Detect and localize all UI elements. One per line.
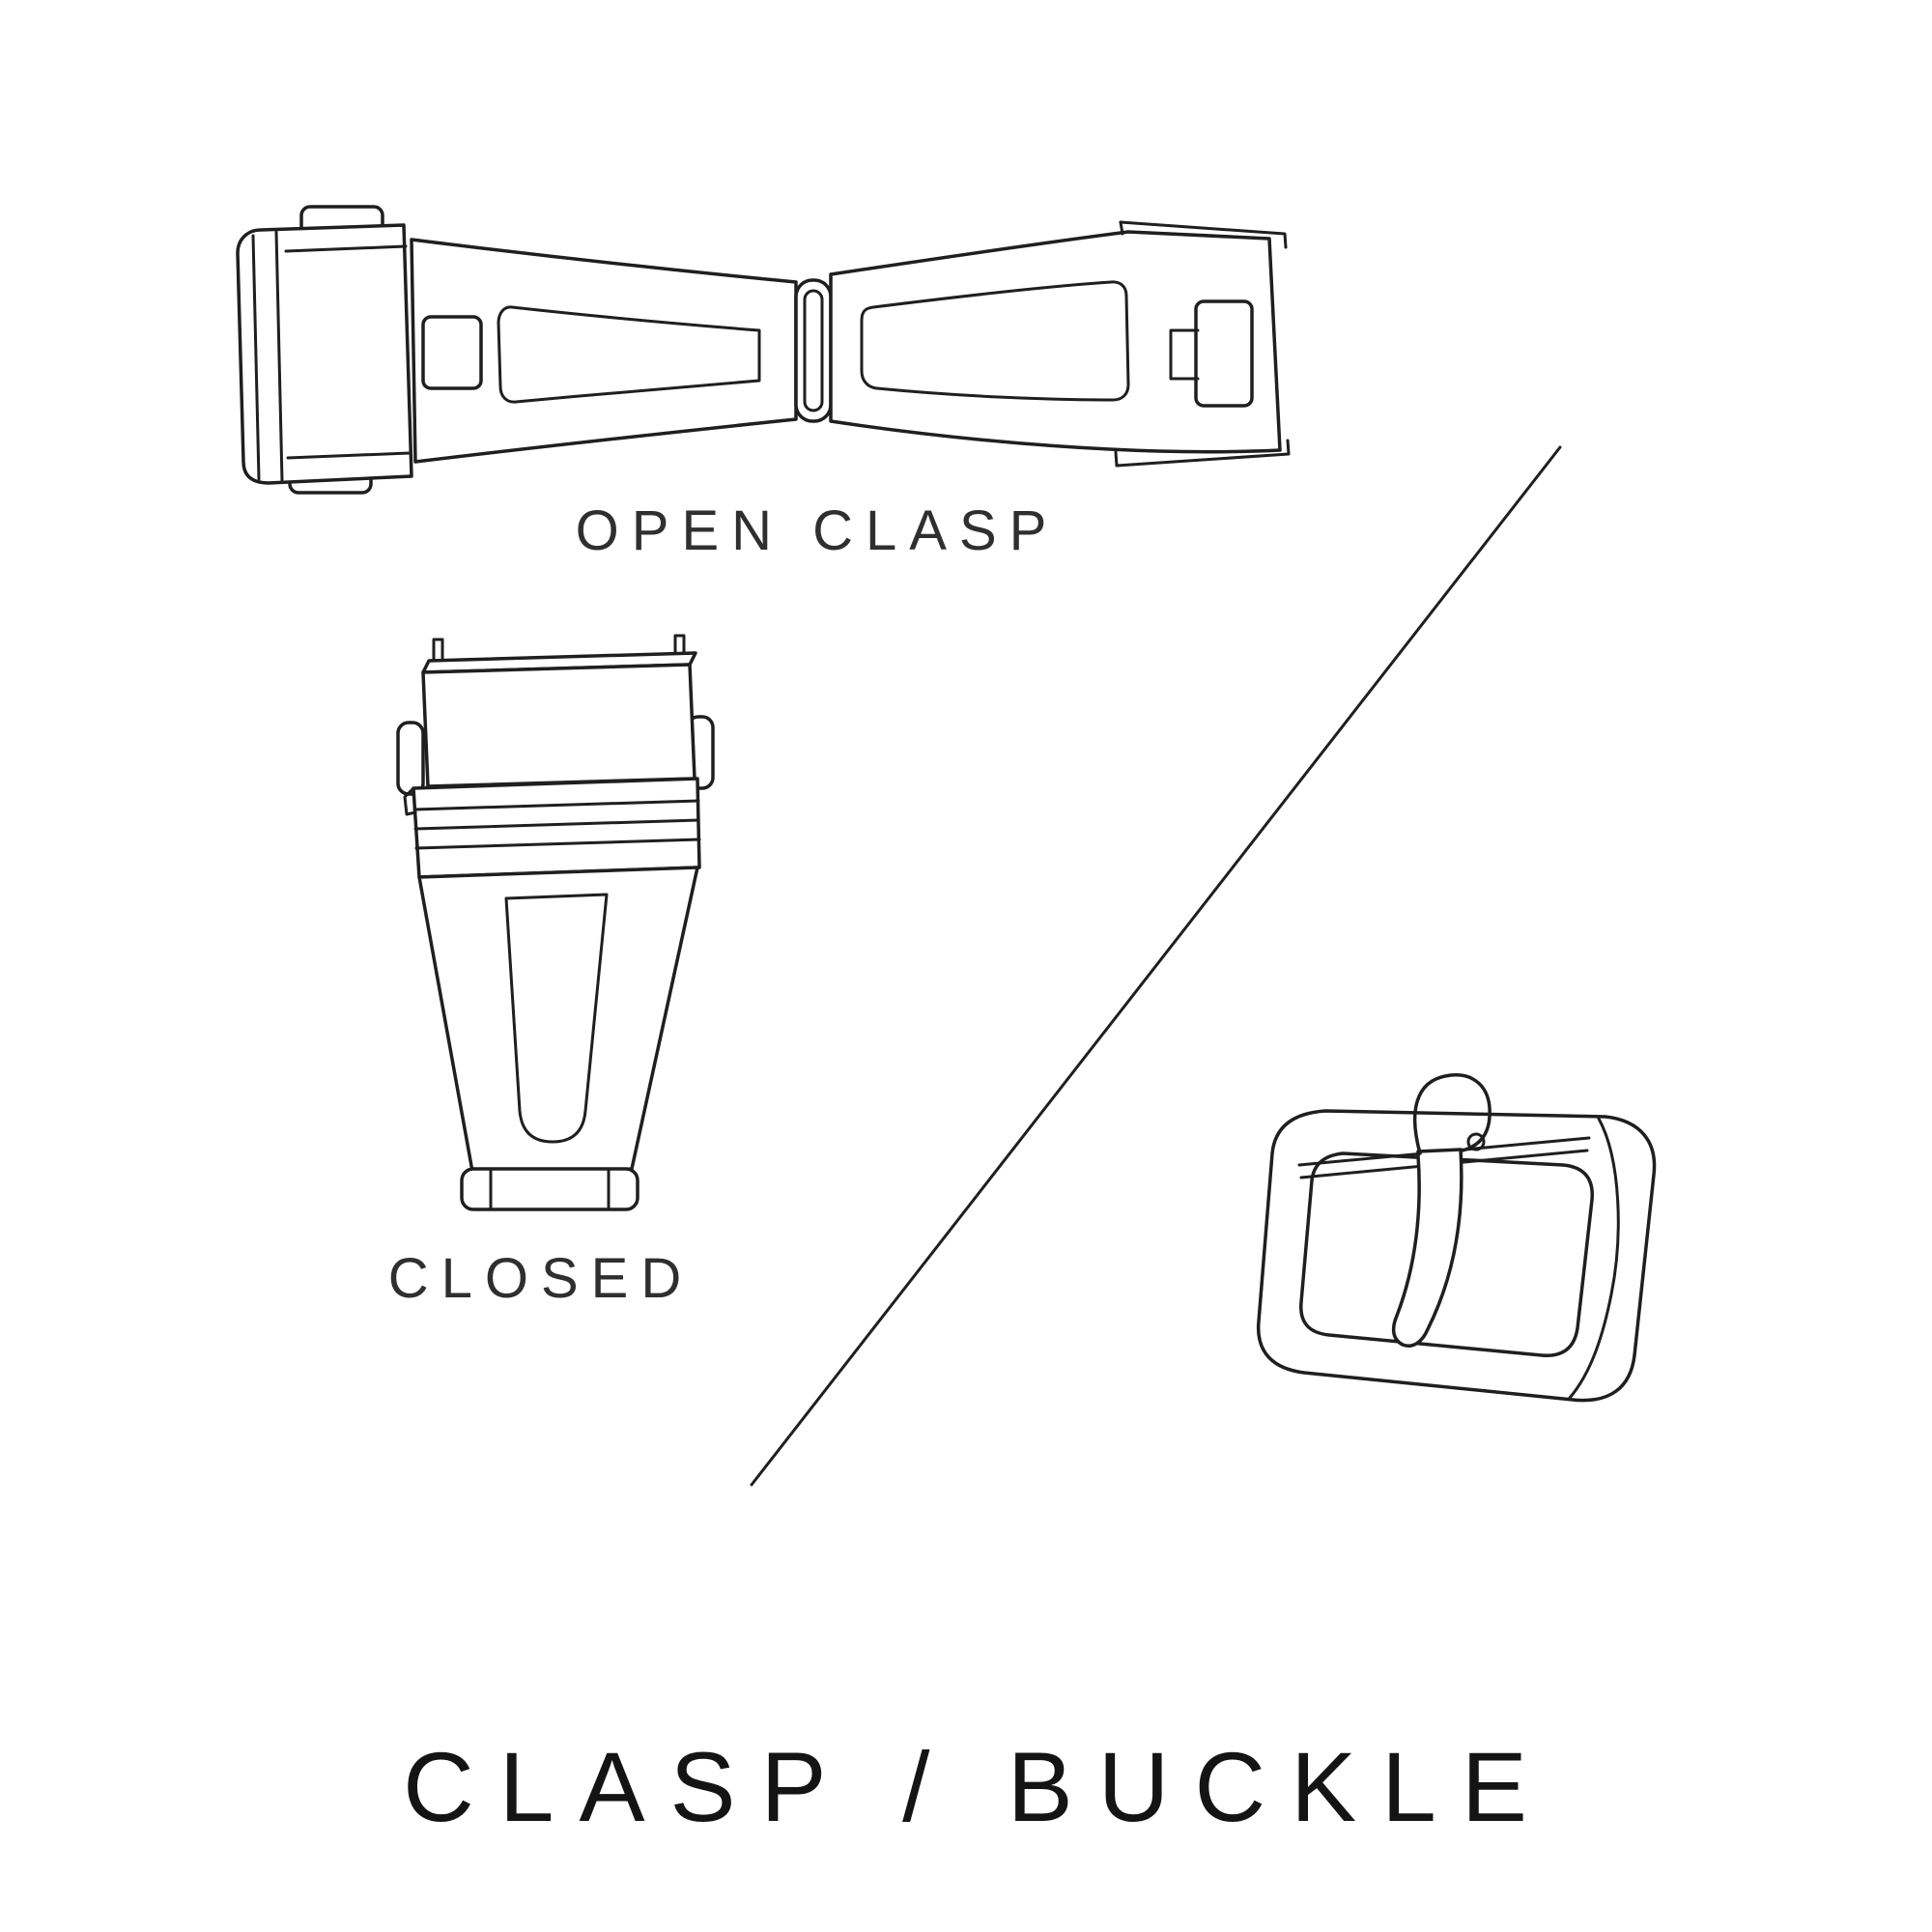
left-arm-inner-outline <box>497 305 761 404</box>
right-arm-lock-hook <box>1169 328 1200 381</box>
buckle-springbar-end <box>1466 1132 1486 1151</box>
clasp-hinge-inner <box>803 289 824 412</box>
right-arm-end-plate-top-joint <box>1119 220 1124 236</box>
closed-clasp-tab-left <box>396 721 425 796</box>
closed-clasp-body <box>417 866 699 1179</box>
buckle-pin-loop <box>1412 1073 1492 1155</box>
right-arm-end-plate-top <box>1119 220 1288 249</box>
buckle-right-thickness <box>1568 1117 1620 1400</box>
closed-clasp-illustration <box>396 634 715 1211</box>
right-arm-end-plate-bottom <box>1115 439 1291 468</box>
diagram-title: CLASP / BUCKLE <box>403 1732 1552 1842</box>
open-clasp-label: OPEN CLASP <box>575 499 1060 562</box>
end-link-fold-line <box>251 234 261 481</box>
closed-clasp-cover <box>421 663 696 788</box>
open-clasp-illustration <box>236 205 1291 495</box>
closed-clasp-inner-outline <box>504 893 609 1144</box>
buckle-pin-tongue <box>1391 1148 1463 1348</box>
band-strip-line-1 <box>412 799 700 811</box>
clasp-hinge <box>794 278 833 423</box>
end-link-top-line <box>284 244 408 253</box>
band-strip-line-2 <box>413 818 700 831</box>
band-strip-line-3 <box>414 838 701 850</box>
divider-line <box>750 445 1562 1487</box>
pin-buckle-illustration <box>1256 1073 1657 1403</box>
closed-clasp-end-cap <box>460 1167 639 1211</box>
open-clasp-right-arm <box>829 230 1282 454</box>
closed-clasp-label: CLOSED <box>387 1247 695 1310</box>
end-link-fold-line-2 <box>274 230 284 483</box>
right-arm-end-plate-bottom-joint <box>1114 450 1119 468</box>
left-arm-pusher-cutout <box>421 315 483 390</box>
right-arm-inner-outline <box>860 280 1130 402</box>
band-left-facet <box>403 786 417 816</box>
right-arm-lock-cutout <box>1194 299 1254 408</box>
open-clasp-end-link <box>236 223 413 485</box>
end-link-bottom-line <box>286 451 412 460</box>
